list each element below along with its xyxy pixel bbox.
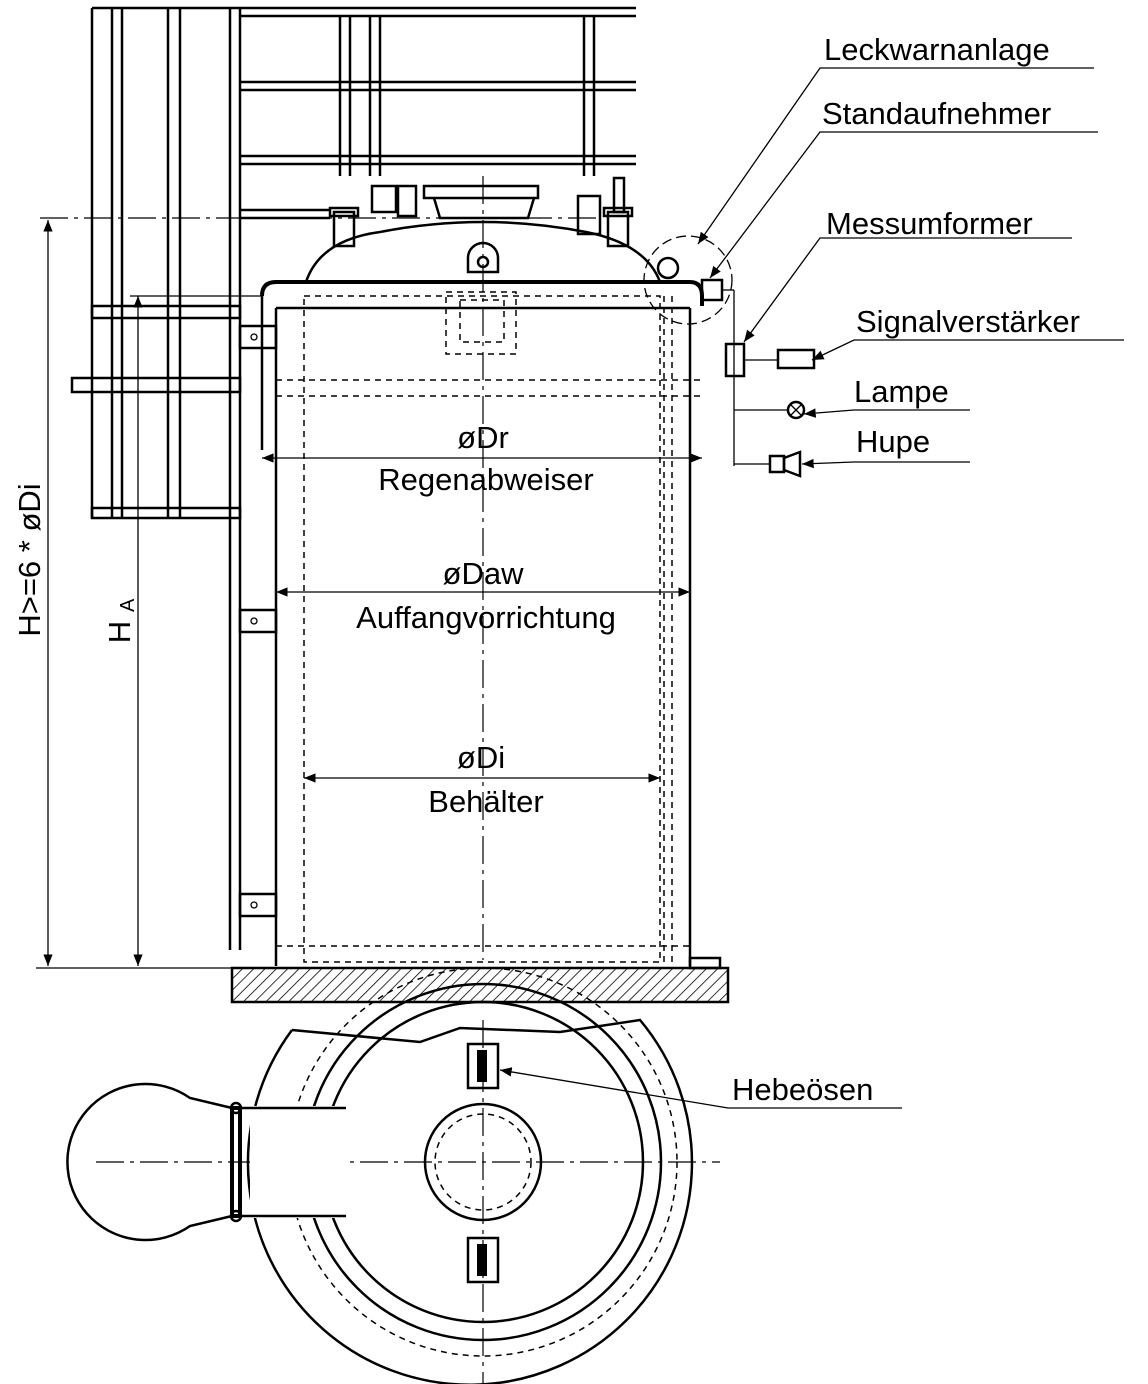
platform-railing (70, 6, 636, 950)
label-transducer: Messumformer (826, 206, 1033, 241)
dim-daw-symbol: øDaw (443, 556, 525, 591)
label-leaders (697, 67, 1124, 469)
dim-height-a: H A (102, 598, 139, 643)
dim-di-symbol: øDi (457, 740, 505, 775)
tank-dome (304, 176, 662, 283)
plan-view (66, 967, 720, 1384)
dimension-lines (36, 220, 702, 969)
dim-total-height: H>=6 * øDi (12, 483, 47, 636)
dim-di-name: Behälter (428, 784, 543, 819)
leak-sensor-assembly (643, 235, 816, 478)
label-horn: Hupe (856, 424, 930, 459)
dim-height-a-main: H (102, 621, 137, 643)
label-lifting-eyes: Hebeösen (732, 1072, 873, 1107)
label-level-sensor: Standaufnehmer (822, 96, 1051, 131)
leader-lifting-eyes (499, 1067, 902, 1109)
label-lamp: Lampe (854, 374, 949, 409)
dim-daw-name: Auffangvorrichtung (356, 600, 616, 635)
catch-basin-outline (276, 291, 700, 963)
label-leak-warning: Leckwarnanlage (824, 32, 1050, 67)
dim-dr-name: Regenabweiser (378, 462, 593, 497)
dim-height-a-sub: A (117, 598, 139, 612)
ladder-brackets (238, 324, 278, 918)
label-signal-amplifier: Signalverstärker (856, 304, 1080, 339)
dim-dr-symbol: øDr (457, 420, 509, 455)
